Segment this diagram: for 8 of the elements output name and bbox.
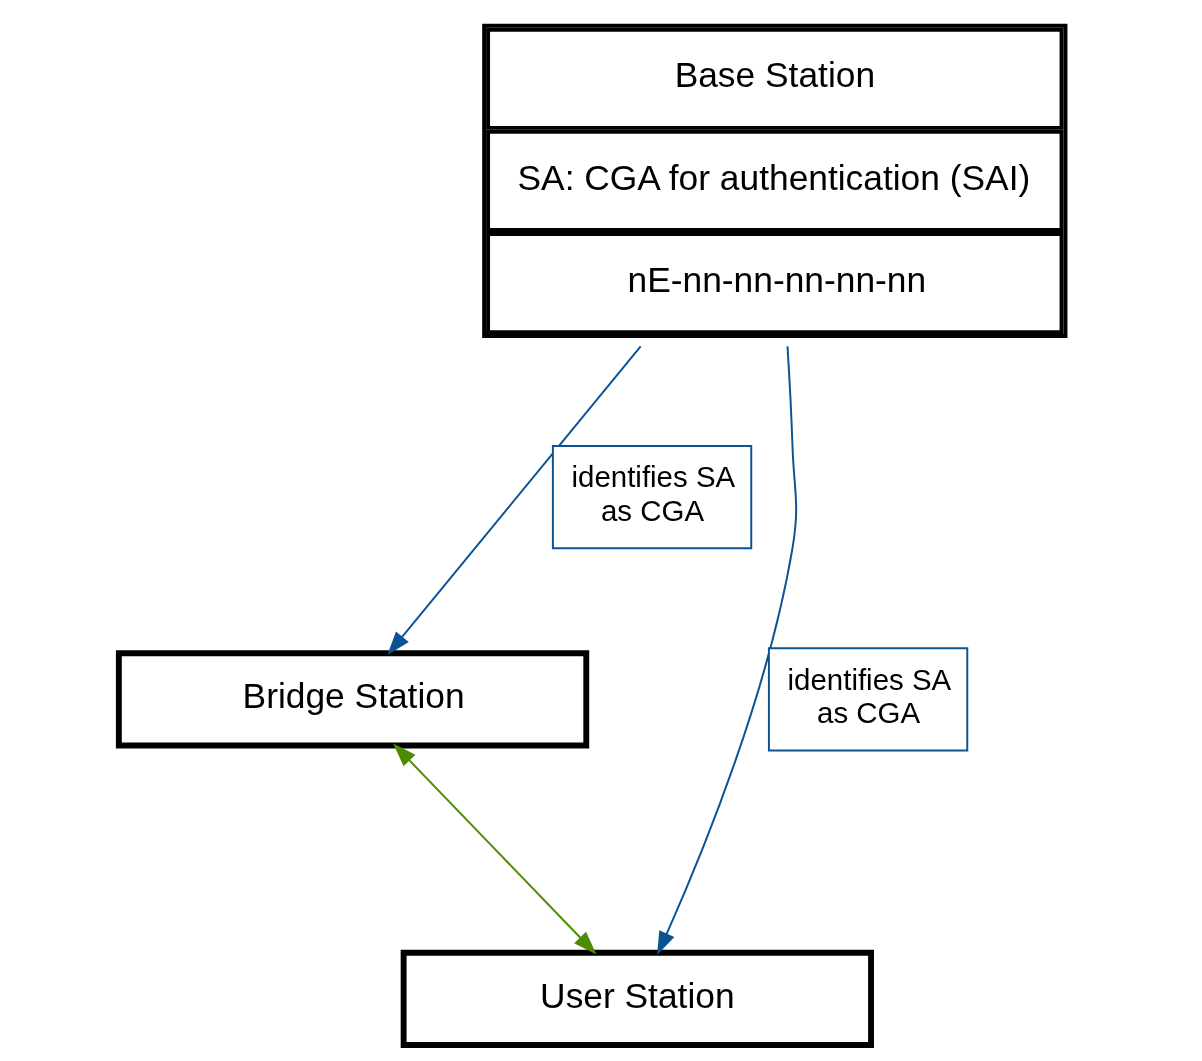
node-box: Bridge Station [115,650,590,749]
arrow [393,743,597,955]
node-box: User Station [400,949,874,1048]
node-box: Base Station SA: CGA for authentication (SAI) nE-nn-nn-nn-nn-nn [482,23,1068,339]
arrow [387,345,642,655]
arrow [657,345,798,956]
edge-label: identifies SA as CGA [787,662,952,729]
edge-label: identifies SA as CGA [571,460,736,527]
